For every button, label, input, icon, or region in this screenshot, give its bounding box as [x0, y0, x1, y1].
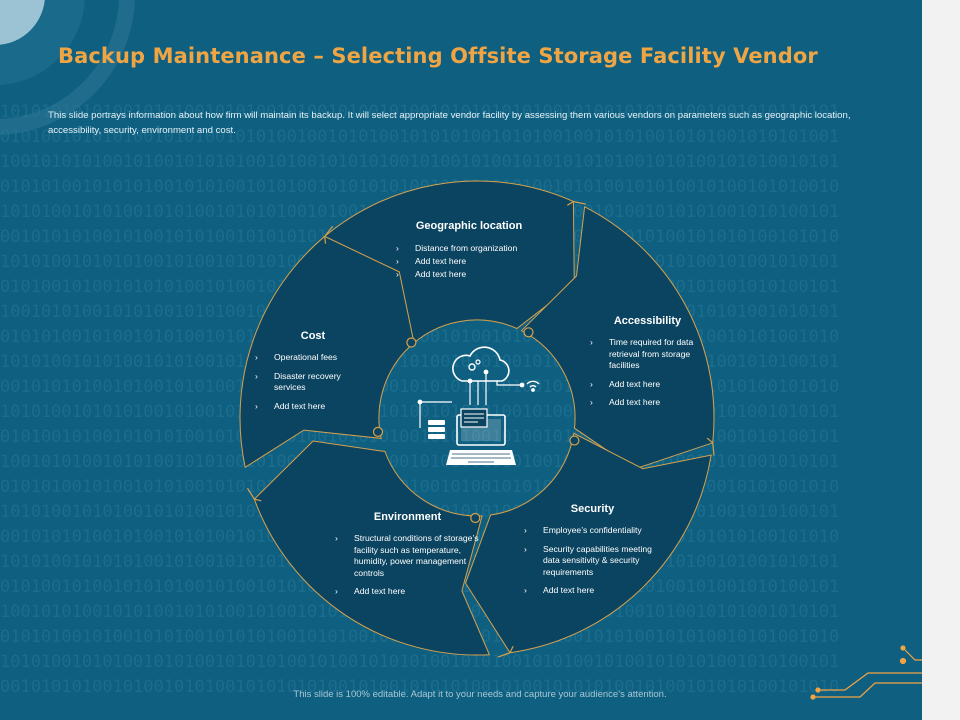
connector-dot: [523, 327, 534, 338]
footer-note: This slide is 100% editable. Adapt it to…: [293, 689, 667, 700]
geographic-title: Geographic location: [415, 220, 523, 232]
connector-dot: [569, 435, 580, 446]
list-item: Add text here: [590, 379, 710, 391]
list-item: Add text here: [396, 256, 546, 268]
connection-lines: [417, 369, 525, 428]
security-title: Security: [570, 503, 615, 515]
connector-dot: [372, 426, 384, 437]
slide-description: This slide portrays information about ho…: [48, 110, 851, 136]
cost-points: Operational fees Disaster recovery servi…: [255, 352, 365, 419]
slide-title: Backup Maintenance – Selecting Offsite S…: [58, 44, 818, 68]
list-item: Add text here: [590, 397, 710, 409]
cost-title: Cost: [300, 330, 326, 342]
connector-dot: [470, 512, 481, 524]
arrow-head: [324, 225, 334, 244]
decor-circle-inner: [0, 0, 45, 45]
list-item: Security capabilities meeting data sensi…: [524, 544, 664, 579]
arrow-head: [497, 645, 514, 658]
list-item: Add text here: [396, 269, 546, 281]
environment-title: Environment: [373, 511, 442, 523]
list-item: Structural conditions of storage’s facil…: [335, 533, 480, 579]
security-points: Employee’s confidentiality Security capa…: [524, 525, 664, 604]
list-item: Disaster recovery services: [255, 371, 365, 394]
accessibility-title: Accessibility: [613, 315, 682, 327]
list-item: Operational fees: [255, 352, 365, 364]
list-item: Add text here: [524, 585, 664, 597]
list-item: Distance from organization: [396, 243, 546, 255]
laptop-icon: [446, 408, 516, 465]
slide: 1010101010100101010010101001010010100101…: [0, 0, 922, 720]
list-item: Time required for data retrieval from st…: [590, 337, 710, 372]
list-item: Add text here: [255, 401, 365, 413]
circuit-decoration: [810, 645, 922, 700]
cloud-gear-icon: [452, 346, 510, 382]
environment-points: Structural conditions of storage’s facil…: [335, 533, 480, 605]
server-icon: [428, 420, 445, 439]
arrow-head: [246, 487, 262, 502]
list-item: Employee’s confidentiality: [524, 525, 664, 537]
geographic-points: Distance from organization Add text here…: [396, 243, 546, 282]
wifi-icon: [526, 380, 540, 392]
connector-dot: [406, 337, 417, 348]
arrow-head: [566, 200, 587, 206]
arrow-head: [706, 437, 715, 456]
list-item: Add text here: [335, 586, 480, 598]
accessibility-points: Time required for data retrieval from st…: [590, 337, 710, 416]
